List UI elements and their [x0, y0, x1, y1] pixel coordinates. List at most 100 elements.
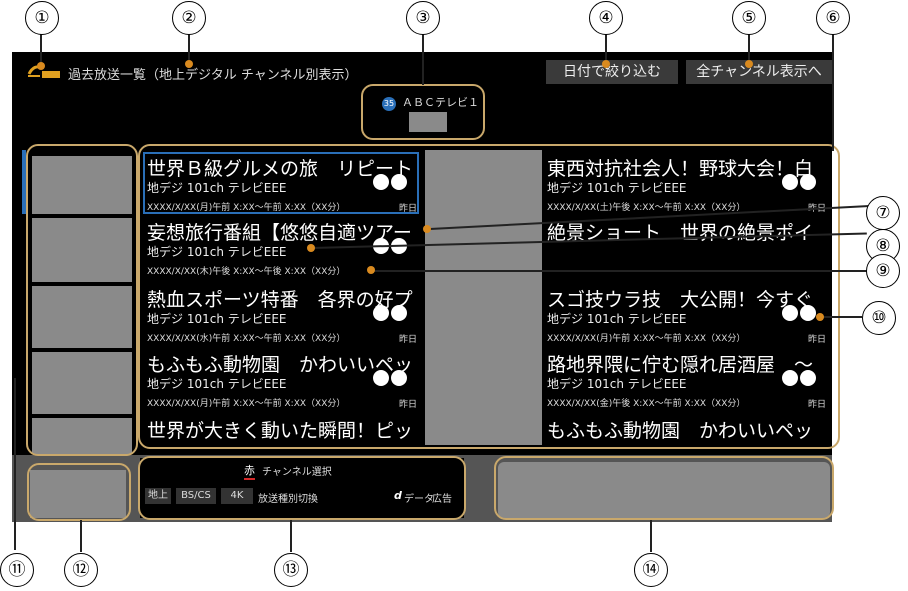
program-channel: 地デジ 101ch テレビEEE	[147, 377, 287, 391]
program-flag-icon	[782, 305, 798, 321]
program-flag-icon	[391, 174, 407, 190]
marker-13: ⑬	[274, 553, 308, 587]
leader-dot	[367, 266, 375, 274]
leader-dot	[602, 60, 610, 68]
date-cell[interactable]	[32, 218, 132, 282]
program-title: スゴ技ウラ技 大公開！今すぐ	[547, 289, 814, 311]
date-column	[28, 150, 134, 454]
program-flag-icon	[800, 370, 816, 386]
marker-1: ①	[25, 1, 59, 35]
program-cell[interactable]: スゴ技ウラ技 大公開！今すぐ地デジ 101ch テレビEEE XXXX/X/XX(…	[545, 283, 830, 346]
program-icons	[371, 305, 407, 325]
broadcast-switch-label: 放送種別切換	[258, 494, 318, 505]
program-title: もふもふ動物園 かわいいペッ	[547, 420, 814, 442]
callout-footer-right	[494, 456, 834, 520]
marker-2: ②	[172, 1, 206, 35]
date-cell[interactable]	[32, 352, 132, 414]
show-all-channels-button[interactable]: 全チャンネル表示へ	[686, 60, 832, 84]
bscs-button[interactable]: BS/CS	[176, 488, 216, 504]
red-key-label: 赤	[244, 462, 255, 480]
program-title: 路地界隈に佇む隠れ居酒屋 〜	[547, 354, 814, 376]
channel-logo	[409, 112, 447, 132]
program-flag-icon	[391, 370, 407, 386]
callout-footer-left	[27, 463, 131, 521]
program-datetime: XXXX/X/XX(月)午前 X:XX〜午前 X:XX（XX分）	[147, 203, 346, 213]
program-channel: 地デジ 101ch テレビEEE	[547, 312, 687, 326]
program-day: 昨日	[398, 335, 417, 345]
program-channel: 地デジ 101ch テレビEEE	[547, 181, 687, 195]
program-day: 昨日	[807, 400, 826, 410]
marker-6: ⑥	[816, 1, 850, 35]
program-icons	[371, 370, 407, 390]
middle-date-column	[425, 150, 542, 445]
program-datetime: XXXX/X/XX(月)午前 X:XX〜午前 X:XX（XX分）	[147, 399, 346, 409]
program-title: 熱血スポーツ特番 各界の好プ	[147, 289, 413, 311]
program-channel: 地デジ 101ch テレビEEE	[147, 181, 287, 195]
d-key-icon: d	[394, 489, 402, 502]
selection-cursor	[143, 152, 419, 214]
leader-dot	[745, 60, 753, 68]
program-datetime: XXXX/X/XX(土)午後 X:XX〜午前 X:XX（XX分）	[547, 203, 746, 213]
leader-3	[422, 33, 424, 85]
program-flag-icon	[782, 370, 798, 386]
program-title: 妄想旅行番組【悠悠自適ツアー	[147, 222, 412, 244]
program-title: 世界Ｂ級グルメの旅 リピート	[147, 158, 414, 180]
program-day: 昨日	[398, 400, 417, 410]
program-flag-icon	[800, 174, 816, 190]
footer-left-button[interactable]	[30, 470, 126, 518]
leader-9	[372, 270, 867, 272]
marker-10: ⑩	[862, 301, 896, 335]
program-channel: 地デジ 101ch テレビEEE	[547, 377, 687, 391]
program-flag-icon	[800, 305, 816, 321]
date-cell[interactable]	[32, 286, 132, 348]
marker-12: ⑫	[64, 553, 98, 587]
program-day: 昨日	[398, 204, 417, 214]
program-cell[interactable]: 世界が大きく動いた瞬間！ピッ	[145, 414, 421, 445]
program-datetime: XXXX/X/XX(月)午前 X:XX〜午前 X:XX（XX分）	[547, 334, 746, 344]
leader-14	[650, 520, 652, 552]
program-flag-icon	[391, 305, 407, 321]
leader-5	[748, 33, 750, 63]
marker-14: ⑭	[634, 553, 668, 587]
channel-select-label: チャンネル選択	[262, 467, 332, 478]
program-flag-icon	[373, 174, 389, 190]
marker-3: ③	[406, 1, 440, 35]
program-icons	[780, 370, 816, 390]
leader-dot	[423, 225, 431, 233]
program-flag-icon	[782, 174, 798, 190]
date-cell[interactable]	[32, 156, 132, 214]
program-channel: 地デジ 101ch テレビEEE	[147, 245, 287, 259]
4k-button[interactable]: 4K	[221, 488, 253, 504]
leader-dot	[816, 313, 824, 321]
date-selection-bar	[22, 150, 26, 214]
program-cell[interactable]: もふもふ動物園 かわいいペッ	[545, 414, 830, 445]
leader-dot	[307, 244, 315, 252]
date-cell[interactable]	[32, 418, 132, 454]
terrestrial-button[interactable]: 地上	[145, 488, 171, 504]
leader-dot	[185, 60, 193, 68]
page-title: 過去放送一覧（地上デジタル チャンネル別表示）	[68, 68, 358, 83]
data-label: データ	[404, 494, 434, 505]
callout-footer-mid	[138, 456, 466, 520]
program-cell[interactable]: 東西対抗社会人！野球大会！白地デジ 101ch テレビEEE XXXX/X/XX(…	[545, 152, 830, 214]
program-title: 世界が大きく動いた瞬間！ピッ	[147, 420, 414, 442]
leader-10	[822, 316, 862, 318]
leader-11	[14, 378, 16, 550]
marker-4: ④	[589, 1, 623, 35]
marker-9: ⑨	[866, 254, 900, 288]
program-title: 東西対抗社会人！野球大会！白	[547, 158, 814, 180]
program-flag-icon	[373, 305, 389, 321]
ad-label: 広告	[432, 494, 452, 505]
leader-6	[832, 33, 834, 151]
program-cell[interactable]: 世界Ｂ級グルメの旅 リピート地デジ 101ch テレビEEE XXXX/X/XX(…	[145, 152, 421, 214]
leader-2	[188, 33, 190, 63]
leader-4	[605, 33, 607, 63]
program-day: 昨日	[807, 335, 826, 345]
leader-13	[290, 520, 292, 552]
program-datetime: XXXX/X/XX(木)午後 X:XX〜午後 X:XX（XX分）	[147, 267, 346, 277]
filter-by-date-button[interactable]: 日付で絞り込む	[546, 60, 678, 84]
